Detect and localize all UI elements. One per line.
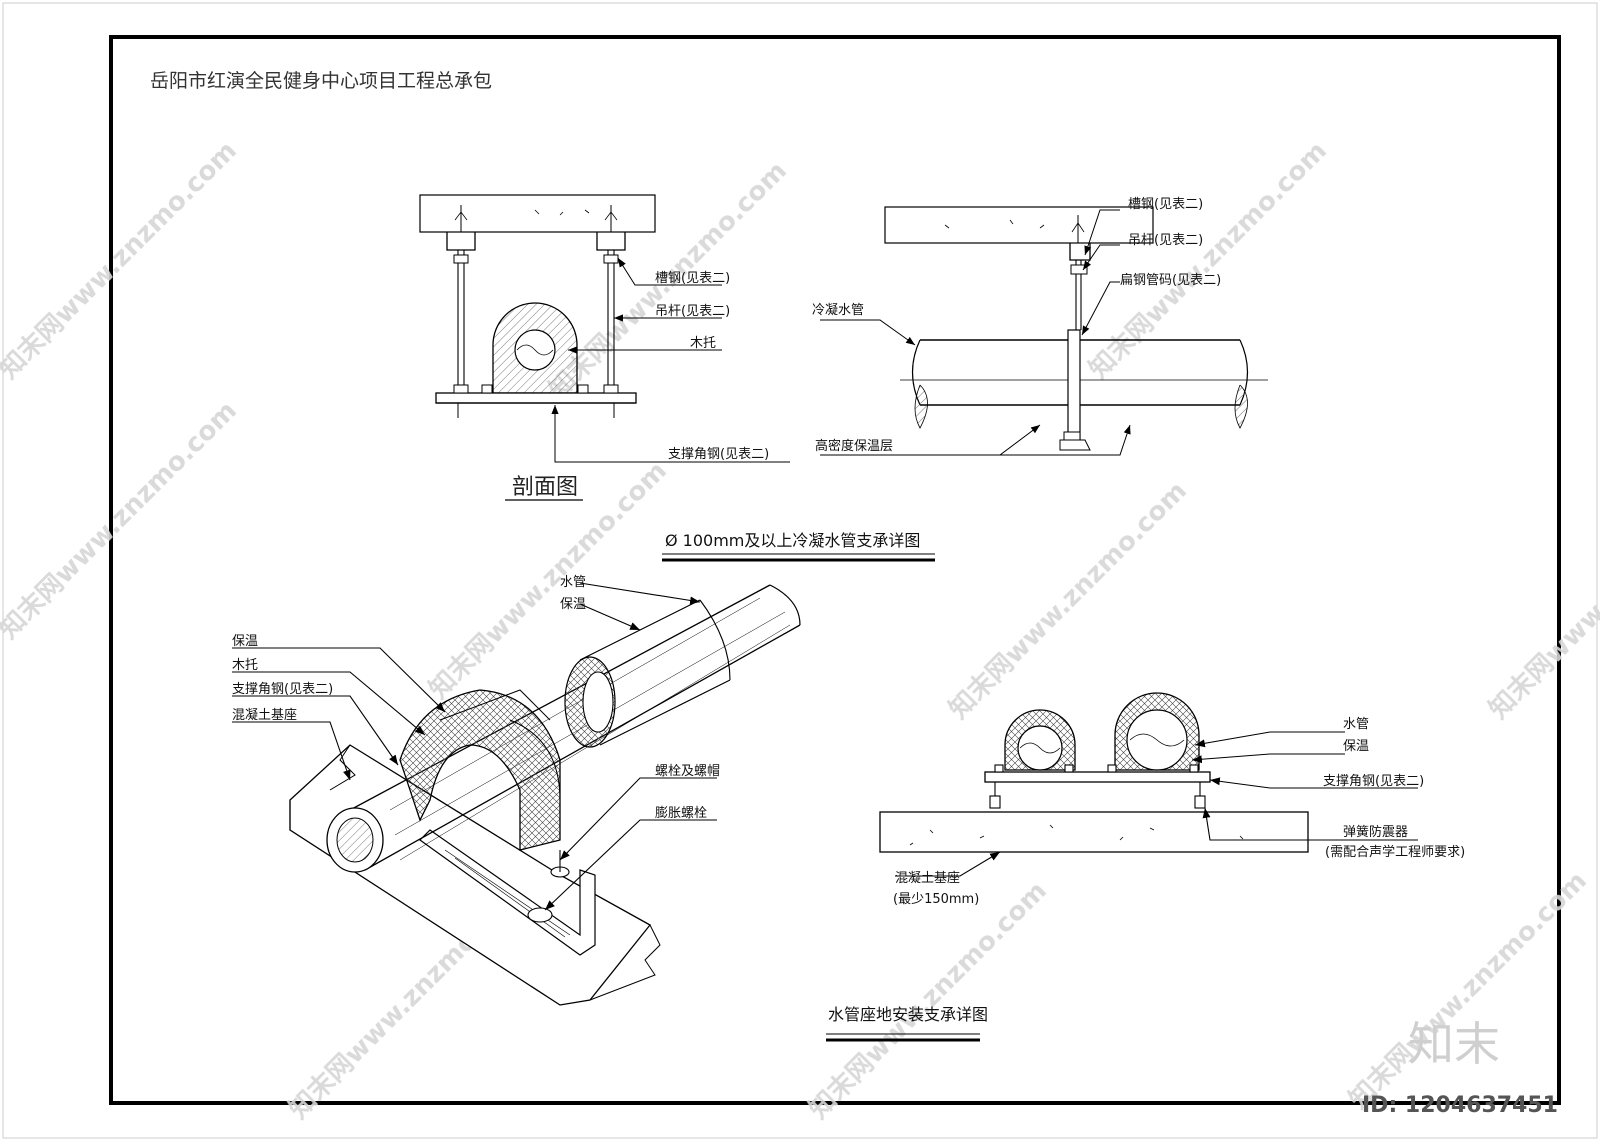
side-label-rod: 吊杆(见表二)	[1128, 233, 1203, 248]
side-label-flat-clamp: 扁钢管码(见表二)	[1120, 273, 1221, 288]
side-label-channel: 槽钢(见表二)	[1128, 197, 1203, 212]
iso-label-bolt: 螺栓及螺帽	[655, 763, 720, 779]
floor-label-base-note: (最少150mm)	[893, 892, 979, 907]
side-label-insulation: 高密度保温层	[815, 438, 893, 454]
floor-mount-view	[879, 692, 1418, 877]
drawing-border	[109, 35, 1561, 1105]
side-view	[820, 206, 1268, 456]
floor-label-spring-note: (需配合声学工程师要求)	[1325, 844, 1465, 860]
iso-label-wood: 木托	[232, 658, 258, 673]
drawing-title-top: Ø 100mm及以上冷凝水管支承详图	[665, 531, 920, 550]
section-label-angle: 支撑角钢(见表二)	[668, 447, 769, 462]
iso-label-insulation: 保温	[232, 634, 258, 649]
floor-label-insulation: 保温	[1343, 739, 1369, 754]
drawing-title-bottom: 水管座地安装支承详图	[828, 1005, 988, 1024]
brand-logo: 知末	[1408, 1017, 1500, 1071]
side-slab	[884, 206, 1154, 244]
watermark-layer: 知末网www.znzmo.com 知末网www.znzmo.com 知末网www…	[0, 136, 1600, 1125]
section-view	[419, 194, 790, 463]
section-label-channel: 槽钢(见表二)	[655, 271, 730, 286]
floor-label-spring: 弹簧防震器	[1343, 824, 1408, 840]
iso-label-angle: 支撑角钢(见表二)	[232, 682, 333, 697]
iso-label-anchor: 膨胀螺栓	[655, 806, 707, 821]
isometric-view	[232, 582, 801, 1006]
watermark-text-7: 知末网www.znzmo.com	[1484, 476, 1600, 725]
floor-label-base: 混凝土基座	[895, 870, 960, 886]
watermark-text-3: 知末网www.znzmo.com	[1084, 136, 1333, 385]
iso-label-base: 混凝土基座	[232, 707, 297, 723]
watermark-text-4: 知末网www.znzmo.com	[0, 396, 243, 645]
floor-label-angle: 支撑角钢(见表二)	[1323, 774, 1424, 789]
section-view-label: 剖面图	[512, 475, 578, 500]
watermark-text-10: 知末网www.znzmo.com	[1344, 866, 1593, 1115]
image-id: ID: 1204637451	[1362, 1093, 1558, 1118]
watermark-text-1: 知末网www.znzmo.com	[0, 136, 243, 385]
floor-label-pipe: 水管	[1343, 717, 1369, 732]
watermark-text-9: 知末网www.znzmo.com	[804, 876, 1053, 1125]
project-title: 岳阳市红演全民健身中心项目工程总承包	[150, 70, 492, 92]
section-label-rod: 吊杆(见表二)	[655, 304, 730, 319]
iso-label-insulation-top: 保温	[560, 597, 586, 612]
watermark-text-6: 知末网www.znzmo.com	[944, 476, 1193, 725]
side-label-pipe: 冷凝水管	[812, 302, 864, 318]
concrete-slab	[419, 194, 656, 233]
iso-label-pipe: 水管	[560, 575, 586, 590]
section-label-wood: 木托	[690, 336, 716, 351]
